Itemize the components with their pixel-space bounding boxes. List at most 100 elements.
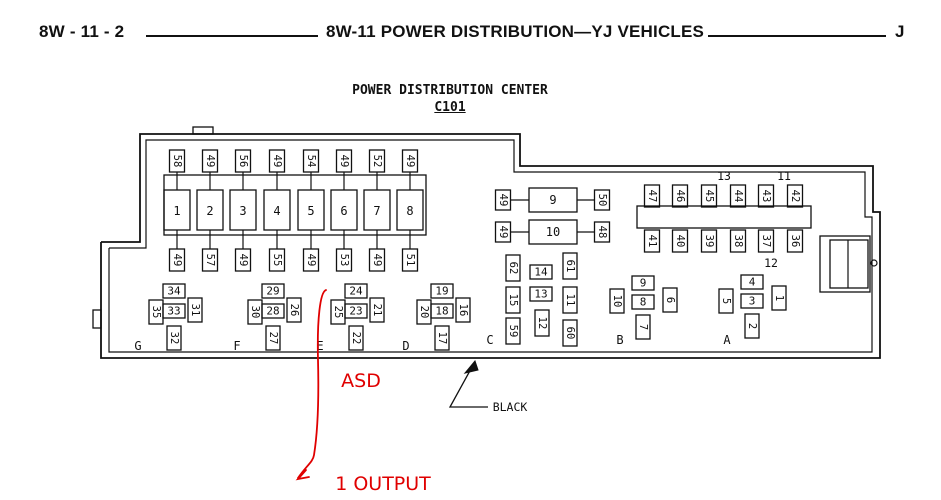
strip-bottom-terminal-4-box xyxy=(729,229,747,253)
strip-top-terminal-6-box xyxy=(786,184,804,208)
group-b-fuse-6-label: 6 xyxy=(664,297,676,303)
strip-bottom-terminal-6-box xyxy=(786,229,804,253)
relay-number-3: 3 xyxy=(239,204,246,218)
group-f-fuse-b-label: 30 xyxy=(249,306,261,319)
output-handwritten-text: 1 OUTPUT xyxy=(335,473,431,495)
group-c-fuse-12-box xyxy=(534,309,550,337)
group-f-label: F xyxy=(233,339,240,353)
strip-top-terminal-3-box xyxy=(700,184,718,208)
relay-bottom-terminal-2-label: 57 xyxy=(204,254,216,267)
group-d-fuse-b-label: 20 xyxy=(418,306,430,319)
group-g-fuse-c-box xyxy=(162,303,186,319)
strip-bottom-terminal-2-label: 40 xyxy=(674,235,686,248)
relay-top-terminal-1-label: 58 xyxy=(171,155,183,168)
group-c-fuse-13-label: 13 xyxy=(534,288,547,301)
header-rule-left xyxy=(146,35,318,37)
group-e-fuse-d-label: 21 xyxy=(371,304,383,317)
group-c-fuse-15-label: 15 xyxy=(507,294,519,307)
strip-bottom-terminal-5-label: 37 xyxy=(760,235,772,248)
group-d-fuse-c-label: 18 xyxy=(435,305,448,318)
group-f-fuse-e-label: 27 xyxy=(267,332,279,345)
connector-id: C101 xyxy=(434,100,466,115)
group-a-fuse-2-label: 2 xyxy=(746,323,758,329)
relay-top-terminal-2-label: 49 xyxy=(204,155,216,168)
group-e-fuse-a-box xyxy=(344,283,368,299)
strip-label-13: 13 xyxy=(717,169,731,183)
black-callout-label: BLACK xyxy=(493,400,528,414)
relay-top-terminal-8-label: 49 xyxy=(404,155,416,168)
group-a-label: A xyxy=(723,333,731,347)
group-d-label: D xyxy=(402,339,409,353)
relay-number-2: 2 xyxy=(206,204,213,218)
right-strip-bar xyxy=(636,205,812,229)
group-e-fuse-e-box xyxy=(348,325,364,351)
group-d-fuse-d-label: 16 xyxy=(457,304,469,317)
side-connector-inner xyxy=(829,239,869,289)
group-g-fuse-a-box xyxy=(162,283,186,299)
strip-bottom-terminal-2-box xyxy=(671,229,689,253)
group-c-fuse-62-box xyxy=(505,254,521,282)
group-e-fuse-e-label: 22 xyxy=(350,332,362,345)
strip-label-12: 12 xyxy=(764,256,778,270)
strip-top-terminal-5-label: 43 xyxy=(760,190,772,203)
group-e-fuse-c-label: 23 xyxy=(349,305,362,318)
center-relay-9-right-terminal-box xyxy=(593,189,611,211)
diagram-title: POWER DISTRIBUTION CENTER xyxy=(352,83,548,98)
relay-top-terminal-6-label: 49 xyxy=(338,155,350,168)
enclosure-outer xyxy=(100,133,881,359)
group-c-fuse-60-label: 60 xyxy=(564,327,576,340)
group-b-fuse-9-box xyxy=(631,275,655,291)
group-c-label: C xyxy=(486,333,493,347)
relay-top-terminal-3-label: 56 xyxy=(237,155,249,168)
group-d-fuse-a-box xyxy=(430,283,454,299)
group-e-fuse-a-label: 24 xyxy=(349,285,363,298)
group-e-fuse-c-box xyxy=(344,303,368,319)
side-letter: J xyxy=(895,22,905,41)
strip-top-terminal-3-label: 45 xyxy=(703,190,715,203)
group-c-fuse-12-label: 12 xyxy=(536,317,548,330)
center-relay-9-number: 9 xyxy=(549,193,556,207)
group-b-fuse-7-box xyxy=(635,314,651,340)
group-a-fuse-4-box xyxy=(740,274,764,290)
center-relay-10-right-terminal-label: 48 xyxy=(596,226,608,239)
relay-bottom-terminal-8-label: 51 xyxy=(404,254,416,267)
group-c-fuse-11-label: 11 xyxy=(564,294,576,307)
strip-bottom-terminal-1-box xyxy=(643,229,661,253)
group-c-fuse-11-box xyxy=(562,286,578,314)
strip-top-terminal-2-label: 46 xyxy=(674,190,686,203)
relay-number-6: 6 xyxy=(340,204,347,218)
center-relay-10-left-terminal-box xyxy=(494,221,512,243)
relay-bottom-terminal-4-label: 55 xyxy=(271,254,283,267)
asd-handwritten-text: ASD xyxy=(341,370,381,392)
relay-bottom-terminal-7-label: 49 xyxy=(371,254,383,267)
asd-handwritten-arrowhead xyxy=(295,469,310,481)
group-g-fuse-d-label: 31 xyxy=(189,304,201,317)
asd-handwritten-leader xyxy=(297,289,327,479)
header-rule-right xyxy=(708,35,886,37)
center-relay-10-right-terminal-box xyxy=(593,221,611,243)
strip-bottom-terminal-6-label: 36 xyxy=(789,235,801,248)
group-g-fuse-d-box xyxy=(187,297,203,323)
group-f-fuse-a-box xyxy=(261,283,285,299)
black-callout-leader xyxy=(448,366,488,408)
group-d-fuse-e-box xyxy=(434,325,450,351)
strip-top-terminal-4-label: 44 xyxy=(732,190,744,203)
group-g-fuse-c-label: 33 xyxy=(167,305,180,318)
group-f-fuse-d-label: 26 xyxy=(288,304,300,317)
side-connector-pin xyxy=(870,259,878,267)
group-a-fuse-1-box xyxy=(771,285,787,311)
group-c-fuse-61-box xyxy=(562,252,578,280)
group-f-fuse-d-box xyxy=(286,297,302,323)
relay-top-terminal-4-label: 49 xyxy=(271,155,283,168)
left-tab xyxy=(92,309,102,329)
group-g-fuse-e-box xyxy=(166,325,182,351)
group-a-fuse-4-label: 4 xyxy=(749,276,756,289)
group-c-fuse-13-box xyxy=(529,286,553,302)
group-d-fuse-d-box xyxy=(455,297,471,323)
group-c-fuse-15-box xyxy=(505,286,521,314)
group-d-fuse-a-label: 19 xyxy=(435,285,448,298)
enclosure-inner xyxy=(108,139,873,353)
strip-top-terminal-2-box xyxy=(671,184,689,208)
group-c-fuse-14-box xyxy=(529,264,553,280)
